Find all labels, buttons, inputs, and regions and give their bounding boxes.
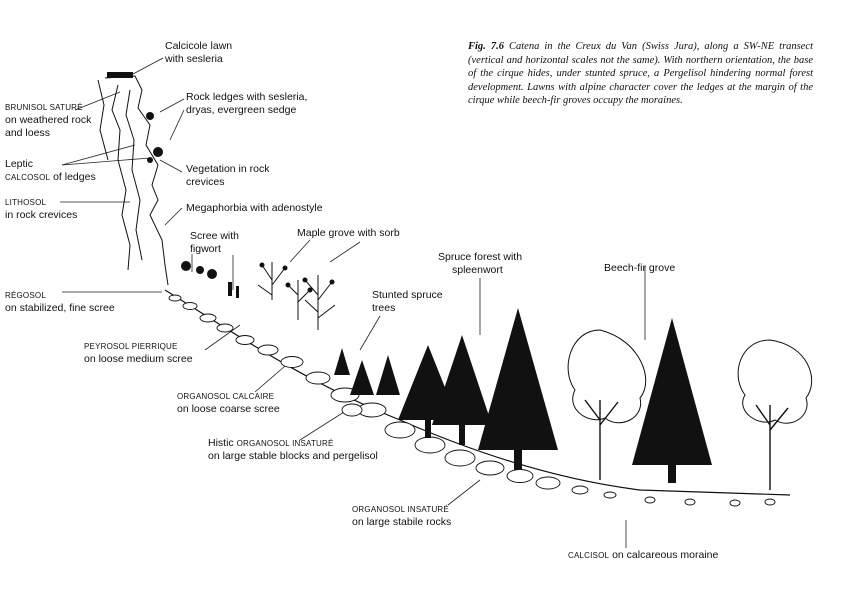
label-histic-organosol: Histic ORGANOSOL INSATURÉ on large stabl… — [208, 437, 378, 462]
label-calcisol: CALCISOL on calcareous moraine — [568, 549, 719, 561]
label-beech-fir-grove: Beech-fir grove — [604, 262, 676, 274]
figure-caption-text: Catena in the Creux du Van (Swiss Jura),… — [468, 41, 814, 106]
label-lithosol: LITHOSOL in rock crevices — [5, 198, 78, 221]
label-megaphorbia: Megaphorbia with adenostyle — [186, 202, 323, 214]
label-scree-figwort: Scree with figwort — [190, 230, 240, 255]
label-peyrosol: PEYROSOL PIERRIQUE on loose medium scree — [84, 342, 193, 365]
label-regosol: RÉGOSOL on stabilized, fine scree — [5, 291, 115, 314]
figure-number: Fig. 7.6 — [468, 41, 504, 52]
label-rock-crevices-vegetation: Vegetation in rock crevices — [186, 163, 270, 188]
label-stunted-spruce: Stunted spruce trees — [372, 289, 443, 314]
label-maple-grove: Maple grove with sorb — [297, 227, 400, 239]
label-calcicole-lawn: Calcicole lawn with sesleria — [165, 40, 233, 65]
label-leptic-calcosol: Leptic CALCOSOL of ledges — [5, 158, 96, 183]
label-rock-ledges: Rock ledges with sesleria, dryas, evergr… — [186, 91, 308, 116]
label-organosol-calcaire: ORGANOSOL CALCAIRE on loose coarse scree — [177, 392, 280, 415]
label-organosol-insature: ORGANOSOL INSATURÉ on large stabile rock… — [352, 505, 452, 528]
label-brunisol: BRUNISOL SATURÉ on weathered rock and lo… — [5, 103, 92, 139]
figure-caption: Fig. 7.6 Catena in the Creux du Van (Swi… — [468, 40, 813, 108]
label-spruce-forest: Spruce forest with spleenwort — [438, 251, 523, 276]
